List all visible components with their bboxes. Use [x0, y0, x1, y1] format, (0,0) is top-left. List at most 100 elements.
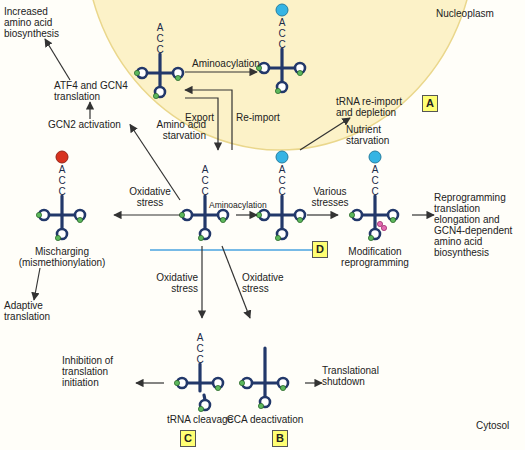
compartment-label: Nucleoplasm	[436, 8, 494, 19]
amino-acid-ball	[276, 4, 288, 16]
acceptor-end-letters: A C C	[370, 164, 380, 197]
trna-node: CCA deactivation	[225, 318, 305, 425]
pathway-arrow	[114, 214, 180, 215]
edge-label: Aminoacylation	[192, 58, 252, 69]
edge-label: Amino acid starvation	[146, 119, 206, 141]
outcome-text: tRNA re-import and depletion	[336, 96, 418, 118]
trna-arm	[203, 196, 206, 215]
callout-letter: A	[422, 95, 438, 112]
pathway-arrow	[305, 382, 322, 383]
edge-label: Oxidative stress	[124, 186, 176, 208]
trna-arm	[263, 348, 266, 383]
trna-arm	[280, 49, 283, 68]
modification-dot	[198, 406, 203, 411]
outcome-text: Reprogramming translation elongation and…	[434, 192, 522, 258]
outcome-node: Adaptive translation	[4, 300, 64, 322]
pathway-arrow	[45, 39, 70, 80]
pathway-arrow	[412, 214, 434, 215]
trna-node: A C CMischarging (mismethionylation)	[10, 150, 114, 268]
trna-caption: tRNA cleavage	[164, 414, 236, 425]
modification-dot	[77, 217, 82, 222]
modification-dot	[275, 235, 280, 240]
trna-arm	[203, 215, 206, 229]
modification-dot	[297, 70, 302, 75]
modification-dot	[368, 235, 373, 240]
callout-letter: C	[180, 430, 196, 447]
outcome-node: Increased amino acid biosynthesis	[4, 6, 76, 39]
compartment-label: Cytosol	[476, 420, 509, 431]
trna-arm	[198, 383, 201, 391]
outcome-node: GCN2 activation	[48, 119, 130, 130]
pathway-arrow	[185, 90, 232, 150]
outcome-node: tRNA re-import and depletion	[336, 96, 418, 118]
trna-arm	[60, 215, 63, 229]
outcome-node: ATF4 and GCN4 translation	[54, 80, 140, 102]
modification-dot	[36, 212, 41, 217]
outcome-text: GCN2 activation	[48, 119, 130, 130]
trna-cloverleaf	[225, 318, 305, 414]
trna-arm	[263, 383, 266, 397]
edge-label: Various stresses	[308, 186, 352, 208]
outcome-node: Inhibition of translation initiation	[62, 355, 136, 388]
outcome-text: Adaptive translation	[4, 300, 64, 322]
trna-arm	[280, 196, 283, 215]
outcome-text: Translational shutdown	[322, 365, 392, 387]
trna-arm	[280, 215, 283, 229]
reprogrammed-modification-dot	[377, 221, 382, 226]
modification-dot	[297, 217, 302, 222]
trna-node: A C C	[257, 150, 307, 246]
edge-label: Oxidative stress	[242, 272, 292, 294]
edge-label: Re-import	[236, 112, 286, 123]
modification-dot	[390, 217, 395, 222]
pathway-arrow	[307, 214, 338, 215]
outcome-text: Increased amino acid biosynthesis	[4, 6, 76, 39]
acceptor-end-letters: A C C	[277, 164, 287, 197]
callout-letter: D	[312, 241, 328, 258]
trna-arm	[158, 73, 161, 87]
pathway-arrow	[201, 246, 202, 318]
modification-dot	[153, 93, 158, 98]
acceptor-end-letters: A C C	[57, 164, 67, 197]
pathway-arrow	[222, 246, 250, 318]
acceptor-end-letters: A C C	[200, 164, 210, 197]
acceptor-end-letters: A C C	[155, 22, 165, 55]
pathway-arrow	[136, 382, 164, 383]
callout-letter: B	[272, 430, 288, 447]
modification-dot	[256, 65, 261, 70]
trna-arm	[280, 68, 283, 82]
trna-caption: CCA deactivation	[225, 414, 305, 425]
pathway-arrow	[130, 125, 180, 201]
modification-dot	[134, 70, 139, 75]
nucleoplasm-area	[85, 0, 475, 150]
outcome-text: Inhibition of translation initiation	[62, 355, 136, 388]
trna-arm	[373, 215, 376, 229]
trna-caption: Modification reprogramming	[338, 246, 412, 268]
trna-arm	[60, 196, 63, 215]
modification-dot	[275, 88, 280, 93]
trna-arm	[158, 54, 161, 73]
modification-dot	[55, 235, 60, 240]
trna-node: A C C	[257, 3, 307, 99]
amino-acid-ball	[369, 151, 381, 163]
modification-dot	[179, 212, 184, 217]
outcome-text: ATF4 and GCN4 translation	[54, 80, 140, 102]
edge-label: Aminoacylation	[209, 200, 271, 211]
pathway-arrow	[185, 71, 257, 72]
edge-label: Oxidative stress	[148, 272, 198, 294]
modification-dot	[258, 403, 263, 408]
outcome-node: Translational shutdown	[322, 365, 392, 387]
edge-label: Nutrient starvation	[346, 124, 398, 146]
amino-acid-ball	[276, 151, 288, 163]
trna-node: A C C	[180, 150, 236, 246]
modification-dot	[280, 385, 285, 390]
pathway-arrow	[300, 118, 350, 150]
modification-dot	[215, 385, 220, 390]
pathway-arrow	[89, 102, 90, 119]
trna-arm	[198, 364, 201, 383]
acceptor-end-letters: A C C	[195, 332, 205, 365]
